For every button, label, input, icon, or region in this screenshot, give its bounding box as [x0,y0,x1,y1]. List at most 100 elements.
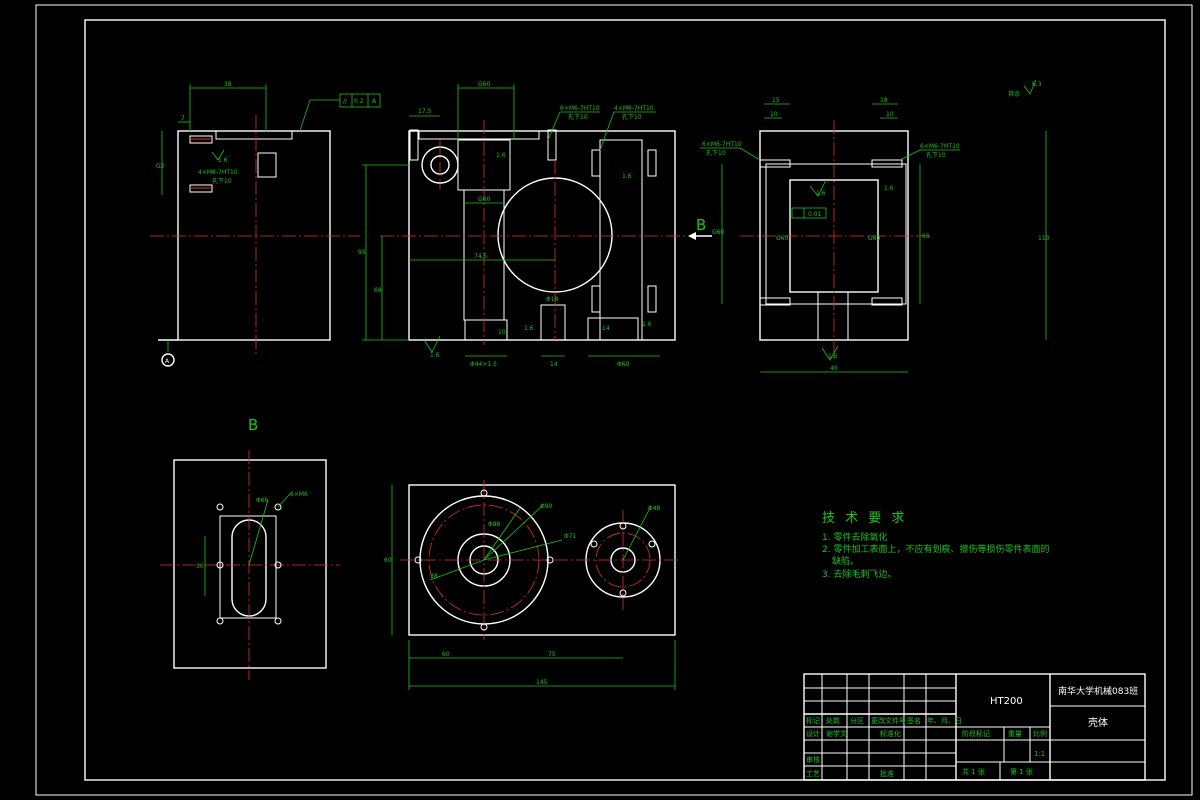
dim-g60-side: G60 [712,229,724,236]
b-view-label: B [248,416,258,434]
rough-main-mid: 1.6 [622,173,632,180]
tb-sheets: 共 1 张 [962,767,985,776]
tb-col-4: 更改文件号 [871,716,906,725]
thread-note-main-b2: 孔下10 [622,113,642,121]
outer-border [35,4,1193,796]
tb-sheet-no: 第 1 张 [1010,767,1033,776]
tb-col-1: 标记 [806,716,820,725]
plan-dim-height: 60 [384,557,392,564]
title-block: HT200 南华大学机械083班 壳体 标记 处数 分区 更改文件号 签名 年、… [803,673,1146,781]
dim-g2: G2 [156,163,165,170]
dim-inner-a: G60 [776,235,788,242]
thread-note-left: 4×M8-7HT10 [198,169,238,176]
tech-item-1: 1. 零件去除氧化 [822,531,887,543]
tb-col-3: 分区 [850,716,864,725]
tech-item-3: 3. 去除毛刺飞边。 [822,568,896,580]
main-front-view: G60 17.5 G60 74.5 Φ18 Φ44×1.5 14 Φ60 95 … [358,81,700,368]
roughness-other: 其余 [1008,90,1020,98]
tol-datum: A [372,98,377,105]
tb-designer: 谢学文 [826,729,847,738]
tb-col-5: 签名 [907,716,921,725]
b-view: B 30 Φ66 6×M6 [160,416,340,680]
b-dim-width: 30 [196,563,204,570]
inner-border [84,19,1166,781]
rough-section-a: 1.6 [816,190,826,197]
dim-g60-inner: G60 [478,196,490,203]
section-view: 15 10 18 10 110 G60 40 65 G60 G60 0.01 1… [688,79,1050,373]
tb-school: 南华大学机械083班 [1058,685,1138,697]
b-dim-pcd: Φ66 [256,497,269,504]
flatness-value: 0.01 [808,211,822,218]
plan-dim-d3: Φ71 [564,533,577,540]
dim-phi44: Φ44×1.5 [470,361,497,368]
dim-10-left: 10 [770,111,778,118]
plan-dim-d4: Φ48 [648,505,661,512]
rough-left-view: 1.6 [218,157,228,164]
dim-110: 110 [1038,235,1050,242]
plan-dim-d2: Φ88 [488,521,501,528]
dim-phi18: Φ18 [546,296,559,303]
thread-note-main-a: 6×M6-7HT10 [560,105,600,112]
plan-dim-total: 145 [536,679,548,686]
tol-value: 0.2 [354,98,364,105]
thread-note-section-left: 6×M6-7HT10 [702,141,742,148]
plan-dim-len-b: 75 [548,651,556,658]
tb-col-2: 处数 [826,716,840,725]
dim-69: 69 [374,287,382,294]
tb-designer-label: 设计 [806,729,820,738]
rough-main-top: 1.6 [496,152,506,159]
tb-process-label: 工艺 [806,770,820,778]
rough-section-c: 1.6 [828,353,838,360]
thread-note-main-b: 4×M6-7HT10 [614,105,654,112]
dim-inner-b: G60 [868,235,880,242]
tb-stage-label: 阶段标记 [962,729,990,738]
dim-74-5: 74.5 [474,253,488,260]
dim-65: 65 [922,233,930,240]
thread-note-left-2: 孔下10 [212,177,232,185]
tech-item-2: 2. 零件加工表面上，不应有划痕、擦伤等损伤零件表面的 [822,543,1049,555]
dim-15: 15 [772,97,780,104]
left-side-view: 38 7 G2 4×M8-7HT10 孔下10 1.6 // 0.2 A A [150,81,381,367]
dim-17-5: 17.5 [418,108,432,115]
dim-40: 40 [830,365,838,372]
dim-10-right: 10 [886,111,894,118]
thread-note-section-left2: 孔下10 [706,149,726,157]
dim-14-side: 14 [602,325,610,332]
tb-review-label: 审核 [806,755,820,764]
tol-symbol: // [343,98,348,105]
thread-note-main-a2: 孔下10 [568,113,588,121]
dim-95: 95 [358,249,366,256]
tb-scale-label: 比例 [1033,729,1047,738]
tech-title: 技 术 要 求 [822,511,907,526]
dim-18: 18 [880,97,888,104]
roughness-other-value: 6.3 [1032,81,1042,88]
tb-material: HT200 [990,696,1023,707]
datum-a: A [165,358,170,365]
dim-38: 38 [224,81,232,88]
dim-14-bottom: 14 [550,361,558,368]
tech-requirements: 技 术 要 求 1. 零件去除氧化 2. 零件加工表面上，不应有划痕、擦伤等损伤… [822,511,1049,580]
dim-g60-top: G60 [478,81,490,88]
plan-dim-len-a: 60 [442,651,450,658]
tb-col-6: 年、月、日 [927,716,962,725]
thread-note-section-right2: 孔下10 [926,151,946,159]
tb-part-name: 壳体 [1088,716,1108,729]
dim-phi60: Φ60 [617,361,630,368]
b-dim-holes: 6×M6 [290,491,308,498]
rough-main-right: 1.6 [642,321,652,328]
tb-std-label: 标准化 [880,729,901,738]
plan-dim-d1: Φ90 [540,503,553,510]
section-b-label: B [696,216,706,234]
rough-main-bottom: 1.6 [524,325,534,332]
plan-dim-d5: 38 [430,573,438,580]
dim-10-bottom: 10 [498,329,506,336]
tb-weight-label: 重量 [1008,730,1022,738]
plan-view: Φ90 Φ88 Φ71 Φ48 38 60 60 75 145 [384,480,680,690]
tb-scale: 1:1 [1034,750,1045,758]
thread-note-section-right: 6×M6-7HT10 [920,143,960,150]
dim-7: 7 [181,115,185,122]
tech-item-2b: 缺陷。 [832,555,859,567]
rough-main-left: 1.6 [430,352,440,359]
tb-approve-label: 批准 [880,769,894,778]
